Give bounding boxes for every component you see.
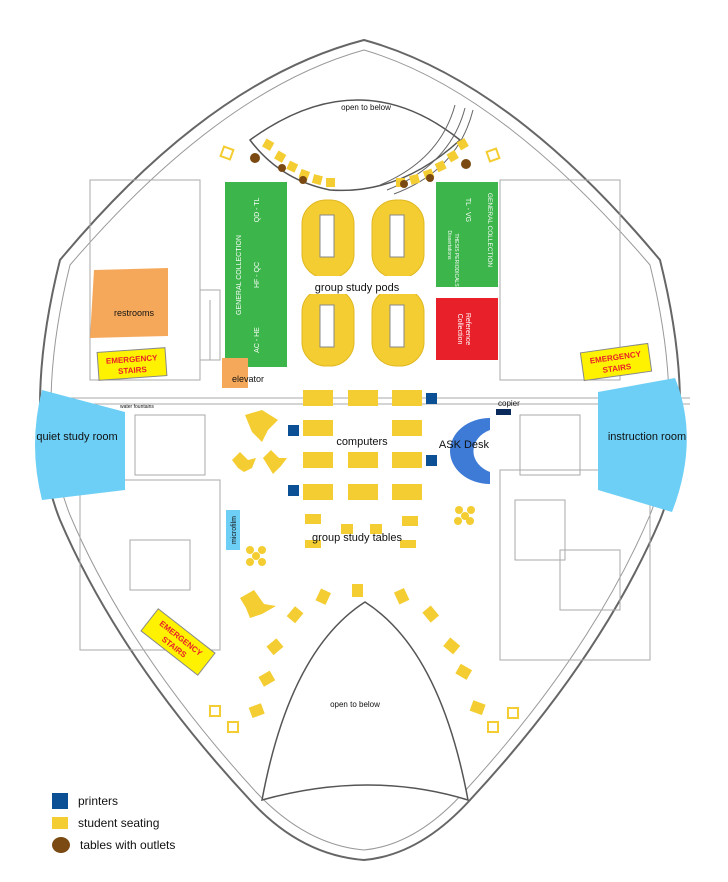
seating-top-corners [209,145,519,733]
room-partitions [40,179,690,661]
emergency-stairs-right: EMERGENCY STAIRS [579,342,653,382]
emergency-stairs-left: EMERGENCY STAIRS [96,347,168,381]
computer-tables [303,390,422,500]
elevator-label: elevator [232,374,264,384]
printer-icon [426,455,437,466]
gc-right-sub2: Dissertations [446,231,452,260]
group-study-tables [305,514,418,548]
emergency-stairs-left-line1: EMERGENCY [106,353,159,366]
printer-icon [426,393,437,404]
emergency-stairs-right-line2: STAIRS [602,362,632,375]
instruction-room-label: instruction room [608,431,686,443]
general-collection-right [436,182,498,287]
gc-left-range-1: QD - TL [254,198,261,223]
general-collection-left [225,182,287,367]
gc-left-range-3: AC - HE [254,327,261,353]
water-fountains-label: water fountains [120,404,154,410]
reference-label-1: Reference [464,313,471,345]
restrooms-label: restrooms [114,308,155,318]
open-area-top [248,99,462,192]
printer-swatch-icon [52,793,68,809]
legend-printers-label: printers [78,794,119,808]
copier-label: copier [498,399,520,408]
group-study-tables-label: group study tables [312,532,402,544]
printers [288,393,437,496]
instruction-room [598,378,687,512]
printer-icon [288,485,299,496]
legend-seating-label: student seating [78,816,160,830]
reference-collection [436,298,498,360]
legend-item-printers: printers [52,790,175,812]
building-outline-inner [50,49,670,851]
ask-desk-label: ASK Desk [439,439,490,451]
emergency-stairs-left-line2: STAIRS [118,365,148,376]
open-area-bottom [261,601,469,802]
quiet-study-room [35,390,125,500]
elevator [222,358,248,388]
restrooms [90,268,168,338]
seating-bottom-arc [248,584,486,719]
outlet-tables [250,153,471,188]
gc-left-range-2: HF - QC [254,262,261,288]
ask-desk [450,418,490,484]
microfilm-label: microfilm [231,516,238,544]
seating-swatch-icon [52,817,68,829]
gc-right-sub1: THESIS PERIODICALS [453,233,459,287]
printer-icon [288,425,299,436]
general-collection-left-title: GENERAL COLLECTION [236,235,243,315]
outlet-swatch-icon [52,837,70,853]
copier [496,409,511,415]
computers-label: computers [336,436,388,448]
reference-label-2: Collection [456,314,463,345]
lounge-seating [232,410,475,618]
gc-right-range: TL - VG [464,198,471,222]
group-study-pods-label: group study pods [315,282,400,294]
quiet-study-room-label: quiet study room [36,431,117,443]
legend-outlets-label: tables with outlets [80,838,176,852]
microfilm [226,510,240,550]
open-to-below-top-label: open to below [341,103,391,112]
legend-item-tables-with-outlets: tables with outlets [52,834,175,856]
open-to-below-bottom-label: open to below [330,700,380,709]
legend-item-student-seating: student seating [52,812,175,834]
map-legend: printers student seating tables with out… [52,790,175,856]
general-collection-right-title: GENERAL COLLECTION [486,193,493,267]
